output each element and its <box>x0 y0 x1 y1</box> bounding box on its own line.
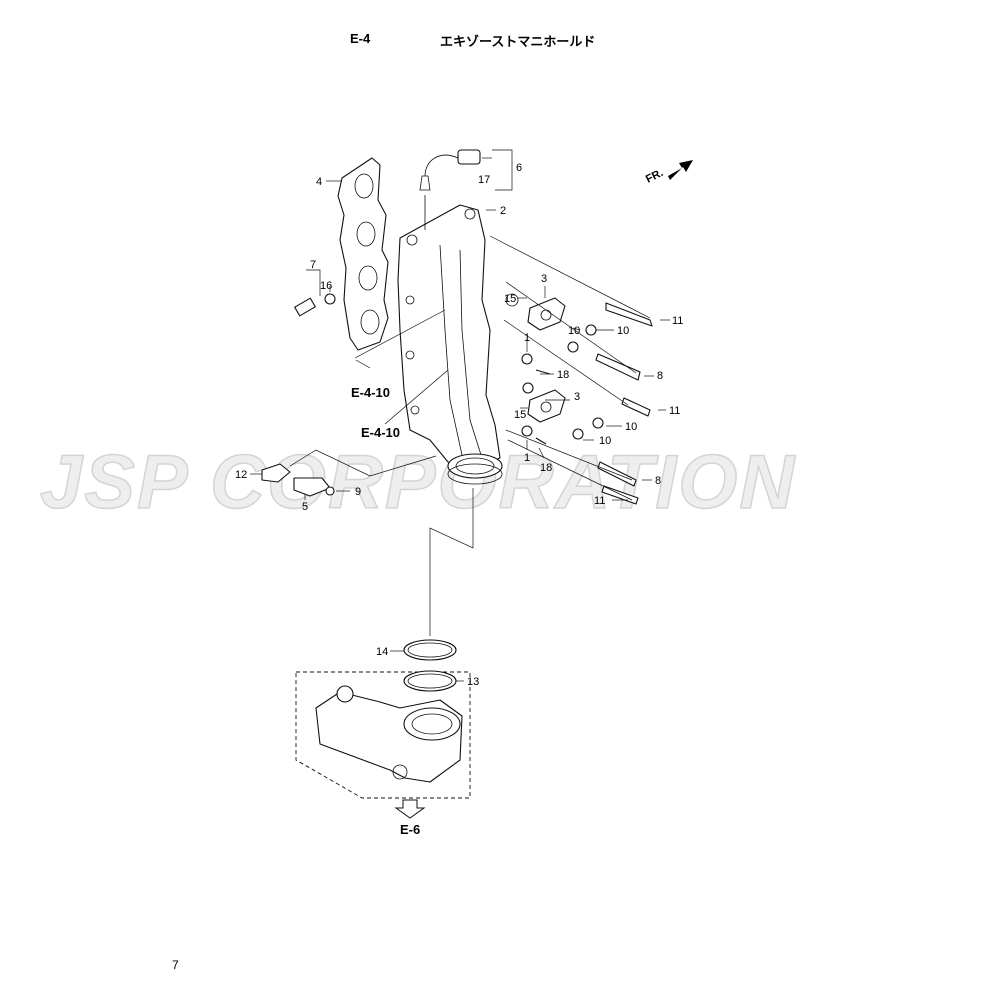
flange-upper <box>527 297 566 331</box>
part-number-8: 8 <box>657 370 663 382</box>
page-title: エキゾーストマニホールド <box>440 34 596 49</box>
part-number-15: 15 <box>514 409 526 421</box>
part-number-4: 4 <box>316 176 322 188</box>
part-number-2: 2 <box>500 205 506 217</box>
cross-reference-e-6[interactable]: E-6 <box>400 822 420 837</box>
leader-lines <box>250 149 670 682</box>
part-number-10: 10 <box>625 421 637 433</box>
part-number-16: 16 <box>320 280 332 292</box>
part-number-5: 5 <box>302 501 308 513</box>
section-code: E-4 <box>350 31 371 46</box>
front-label: FR. <box>644 167 665 186</box>
part-number-12: 12 <box>235 469 247 481</box>
part-number-7: 7 <box>310 259 316 271</box>
part-number-17: 17 <box>478 174 490 186</box>
down-arrow-icon <box>394 799 426 819</box>
page-number: 7 <box>172 958 179 972</box>
part-number-15: 15 <box>504 293 516 305</box>
part-number-13: 13 <box>467 676 479 688</box>
part-number-3: 3 <box>574 391 580 403</box>
part-labels: 2 3 3 4 5 6 7 1 1 8 8 9 10 10 10 10 11 1… <box>235 162 683 688</box>
front-direction-indicator: FR. <box>644 160 693 186</box>
part-number-8: 8 <box>655 475 661 487</box>
part-number-14: 14 <box>376 646 388 658</box>
o-ring-upper <box>403 639 457 661</box>
o-ring-lower <box>403 670 457 692</box>
part-number-11: 11 <box>594 495 605 507</box>
part-number-10: 10 <box>599 435 611 447</box>
part-number-11: 11 <box>672 315 683 327</box>
manifold-gasket <box>337 157 389 351</box>
fasteners <box>294 293 653 505</box>
part-number-10: 10 <box>617 325 629 337</box>
exhaust-manifold <box>397 204 503 485</box>
watermark: JSP CORPORATION <box>40 440 796 525</box>
front-arrow-icon <box>668 160 693 180</box>
part-number-10: 10 <box>568 325 580 337</box>
sensor-bracket <box>261 463 335 497</box>
cross-reference-e-4-10[interactable]: E-4-10 <box>361 425 400 440</box>
part-number-18: 18 <box>557 369 569 381</box>
part-number-1: 1 <box>524 332 530 344</box>
part-number-1: 1 <box>524 452 530 464</box>
oxygen-sensor <box>419 149 481 230</box>
part-number-11: 11 <box>669 405 680 417</box>
part-number-3: 3 <box>541 273 547 285</box>
cross-reference-e-4-10[interactable]: E-4-10 <box>351 385 390 400</box>
part-number-9: 9 <box>355 486 361 498</box>
exhaust-outlet-assembly <box>295 671 471 799</box>
part-number-18: 18 <box>540 462 552 474</box>
flange-lower <box>527 389 566 423</box>
part-number-6: 6 <box>516 162 522 174</box>
